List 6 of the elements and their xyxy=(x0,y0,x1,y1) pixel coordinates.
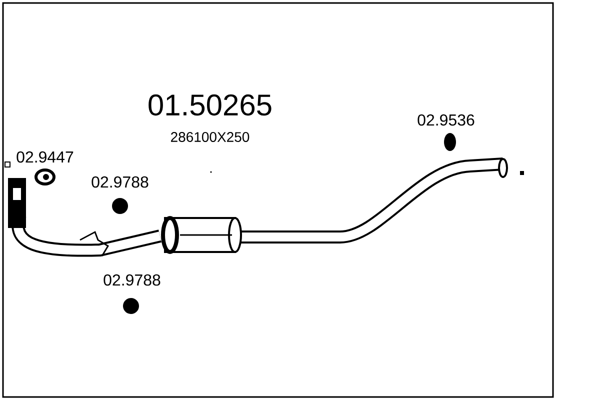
part-number-title: 01.50265 xyxy=(148,94,272,116)
part-number: 02.9788 xyxy=(104,274,160,286)
part-number: 02.9447 xyxy=(16,151,74,163)
part-number: 02.9788 xyxy=(92,176,148,188)
reference-code: 286100X250 xyxy=(171,132,250,142)
part-number: 02.9536 xyxy=(418,114,474,126)
